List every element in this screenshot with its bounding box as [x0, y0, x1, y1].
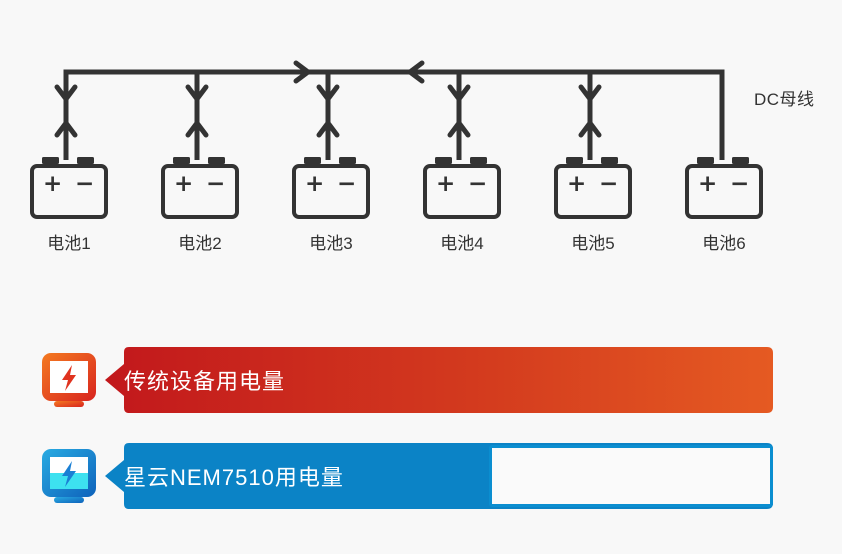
branch-down-arrow-icon [578, 84, 602, 104]
battery-label: 电池5 [571, 234, 615, 253]
battery-terminal-negative-icon [470, 157, 487, 164]
battery-label: 电池3 [309, 234, 353, 253]
power-meter-blue-icon [42, 449, 96, 503]
battery-unit-1: + − 电池1 [30, 157, 108, 253]
branch-down-arrow-icon [447, 84, 471, 104]
bus-arrow-left-icon [405, 60, 425, 84]
dc-bus-diagram [54, 60, 725, 160]
battery-body-icon [423, 164, 501, 219]
battery-terminal-positive-icon [42, 157, 59, 164]
battery-icon: + − [161, 157, 239, 219]
branch-up-arrow-icon [54, 118, 78, 138]
battery-terminal-negative-icon [601, 157, 618, 164]
battery-body-icon [30, 164, 108, 219]
battery-unit-4: + − 电池4 [423, 157, 501, 253]
battery-minus-symbol: − [337, 171, 357, 197]
battery-label: 电池2 [178, 234, 222, 253]
branch-down-arrow-icon [54, 84, 78, 104]
battery-terminal-positive-icon [697, 157, 714, 164]
battery-icon: + − [685, 157, 763, 219]
battery-unit-3: + − 电池3 [292, 157, 370, 253]
battery-body-icon [292, 164, 370, 219]
branch-up-arrow-icon [316, 118, 340, 138]
battery-unit-2: + − 电池2 [161, 157, 239, 253]
battery-minus-symbol: − [730, 171, 750, 197]
battery-terminal-positive-icon [566, 157, 583, 164]
battery-plus-symbol: + [698, 171, 718, 197]
battery-icon: + − [30, 157, 108, 219]
comparison-row-legacy: 传统设备用电量 [0, 347, 842, 413]
legacy-usage-bar [105, 347, 773, 413]
battery-terminal-negative-icon [732, 157, 749, 164]
battery-terminal-negative-icon [339, 157, 356, 164]
battery-terminal-positive-icon [304, 157, 321, 164]
battery-terminal-positive-icon [435, 157, 452, 164]
battery-unit-6: + − 电池6 [685, 157, 763, 253]
battery-plus-symbol: + [174, 171, 194, 197]
branch-down-arrow-icon [185, 84, 209, 104]
legacy-usage-label: 传统设备用电量 [124, 369, 286, 394]
battery-terminal-negative-icon [208, 157, 225, 164]
nebula-usage-label: 星云NEM7510用电量 [124, 465, 344, 490]
battery-label: 电池6 [702, 234, 746, 253]
branch-up-arrow-icon [578, 118, 602, 138]
battery-plus-symbol: + [305, 171, 325, 197]
comparison-row-nebula: 星云NEM7510用电量 [0, 443, 842, 509]
bus-arrow-right-icon [293, 60, 313, 84]
battery-minus-symbol: − [206, 171, 226, 197]
branch-lines [63, 72, 725, 160]
battery-terminal-negative-icon [77, 157, 94, 164]
battery-plus-symbol: + [436, 171, 456, 197]
branch-up-arrow-icon [185, 118, 209, 138]
battery-icon: + − [423, 157, 501, 219]
battery-body-icon [554, 164, 632, 219]
branch-arrowheads [54, 84, 602, 138]
battery-label: 电池1 [47, 234, 91, 253]
battery-body-icon [161, 164, 239, 219]
battery-icon: + − [292, 157, 370, 219]
battery-label: 电池4 [440, 234, 484, 253]
battery-icon: + − [554, 157, 632, 219]
dc-bus-label: DC母线 [754, 90, 815, 109]
power-meter-red-icon [42, 353, 96, 407]
nebula-usage-savings-box [489, 445, 773, 507]
battery-plus-symbol: + [567, 171, 587, 197]
bus-flow-arrowheads [293, 60, 425, 84]
battery-plus-symbol: + [43, 171, 63, 197]
battery-body-icon [685, 164, 763, 219]
battery-minus-symbol: − [468, 171, 488, 197]
battery-minus-symbol: − [599, 171, 619, 197]
branch-up-arrow-icon [447, 118, 471, 138]
branch-down-arrow-icon [316, 84, 340, 104]
battery-terminal-positive-icon [173, 157, 190, 164]
battery-minus-symbol: − [75, 171, 95, 197]
battery-unit-5: + − 电池5 [554, 157, 632, 253]
